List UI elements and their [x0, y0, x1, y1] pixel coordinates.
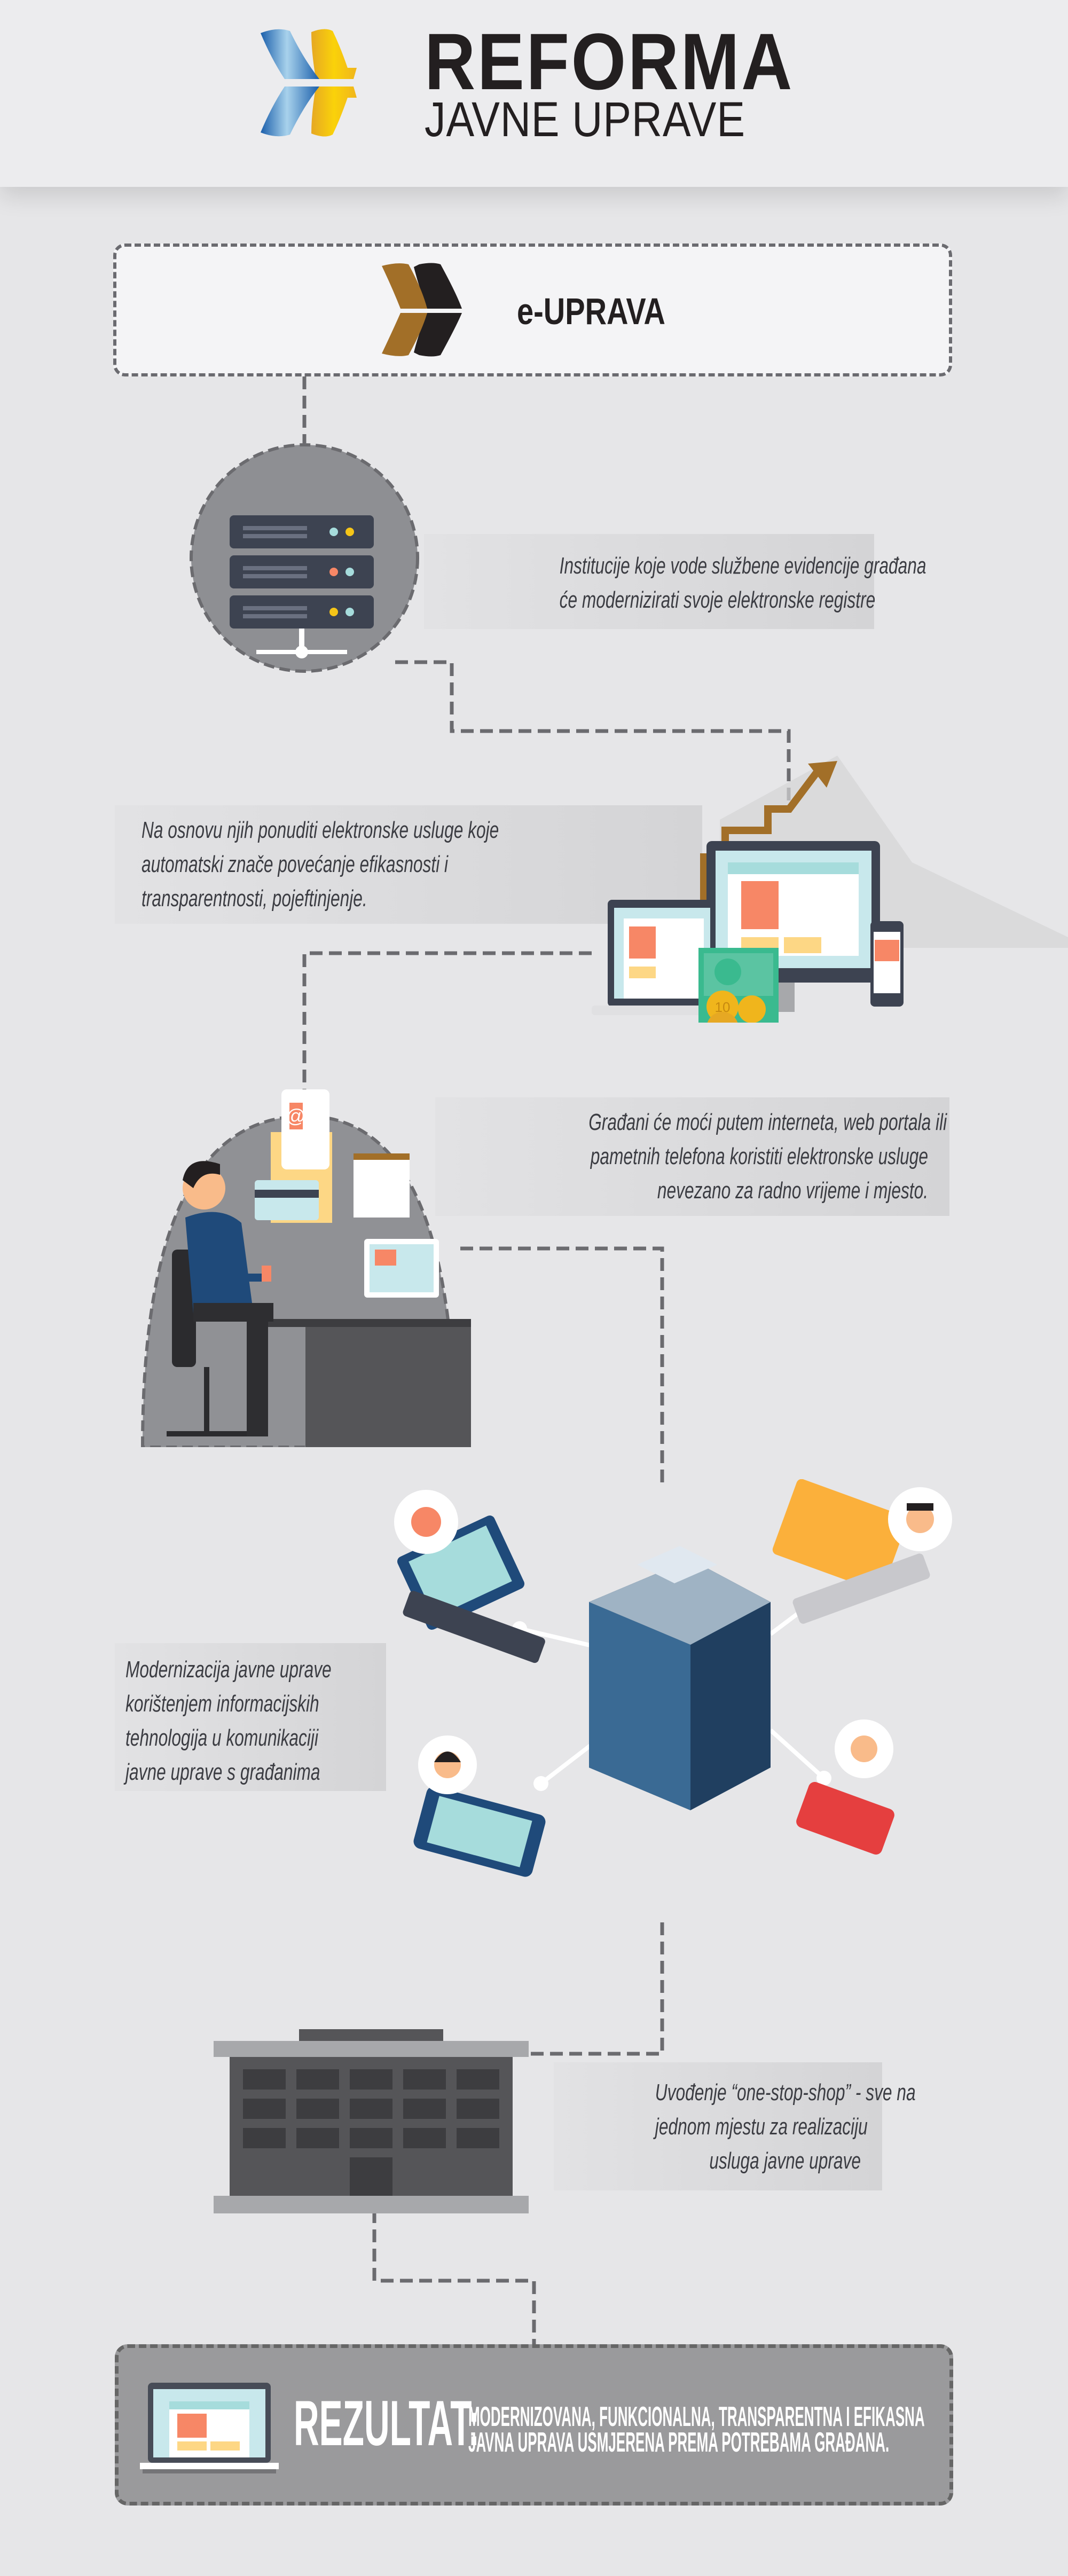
step-5-line: jednom mjestu za realizaciju: [655, 2114, 868, 2140]
step-3-line: Građani će moći putem interneta, web por…: [588, 1109, 947, 1135]
step-5-text-box: Uvođenje “one-stop-shop” - sve na jednom…: [554, 2062, 916, 2190]
step-3-line: nevezano za radno vrijeme i mjesto.: [657, 1177, 928, 1204]
connector-6: [372, 2210, 536, 2344]
result-line: JAVNA UPRAVA USMJERENA PREMA POTREBAMA G…: [468, 2427, 890, 2458]
step-1-text-box: Institucije koje vode službene evidencij…: [424, 534, 926, 629]
step-5-line: usluga javne uprave: [709, 2148, 861, 2174]
reforma-logo-icon: [261, 29, 362, 137]
email-at-symbol: @: [286, 1105, 306, 1127]
result-label: REZULTAT:: [294, 2387, 480, 2459]
e-uprava-logo-icon: [382, 263, 462, 357]
step-1-line: će modernizirati svoje elektronske regis…: [559, 587, 876, 613]
step-3-line: pametnih telefona koristiti elektronske …: [590, 1143, 928, 1169]
header-banner: [0, 0, 1068, 187]
citizen-at-computer-illustration: @: [140, 1089, 471, 1447]
step-4-line: tehnologija u komunikaciji: [125, 1725, 319, 1751]
e-uprava-label: e-UPRAVA: [517, 290, 665, 332]
laptop-icon: [140, 2383, 279, 2473]
server-icon: [190, 443, 419, 673]
devices-growth-illustration: 10: [592, 756, 1068, 1023]
coin-value: 10: [715, 999, 731, 1015]
step-5-line: Uvođenje “one-stop-shop” - sve na: [655, 2079, 916, 2106]
step-4-line: Modernizacija javne uprave: [125, 1656, 332, 1683]
result-line: MODERNIZOVANA, FUNKCIONALNA, TRANSPARENT…: [468, 2401, 925, 2432]
public-administration-building-icon: [214, 2029, 529, 2213]
step-1-line: Institucije koje vode službene evidencij…: [559, 553, 926, 579]
step-2-line: transparentnosti, pojeftinjenje.: [142, 885, 367, 912]
step-2-line: automatski znače povećanje efikasnosti i: [142, 851, 449, 877]
page-title: REFORMA: [425, 17, 794, 106]
page-subtitle: JAVNE UPRAVE: [425, 92, 745, 147]
connector-5: [526, 1922, 664, 2056]
step-4-line: javne uprave s građanima: [125, 1759, 320, 1785]
step-4-text-box: Modernizacija javne uprave korištenjem i…: [115, 1643, 386, 1791]
connector-4: [460, 1246, 664, 1487]
e-uprava-box: [113, 244, 952, 376]
connector-3: [302, 951, 592, 1093]
step-3-text-box: Građani će moći putem interneta, web por…: [435, 1097, 949, 1216]
step-2-line: Na osnovu njih ponuditi elektronske uslu…: [142, 817, 499, 843]
step-4-line: korištenjem informacijskih: [125, 1691, 319, 1717]
step-2-text-box: Na osnovu njih ponuditi elektronske uslu…: [115, 805, 702, 924]
connector-2: [395, 660, 791, 805]
e-government-network-illustration: [394, 1479, 952, 1877]
result-box: [115, 2344, 953, 2506]
